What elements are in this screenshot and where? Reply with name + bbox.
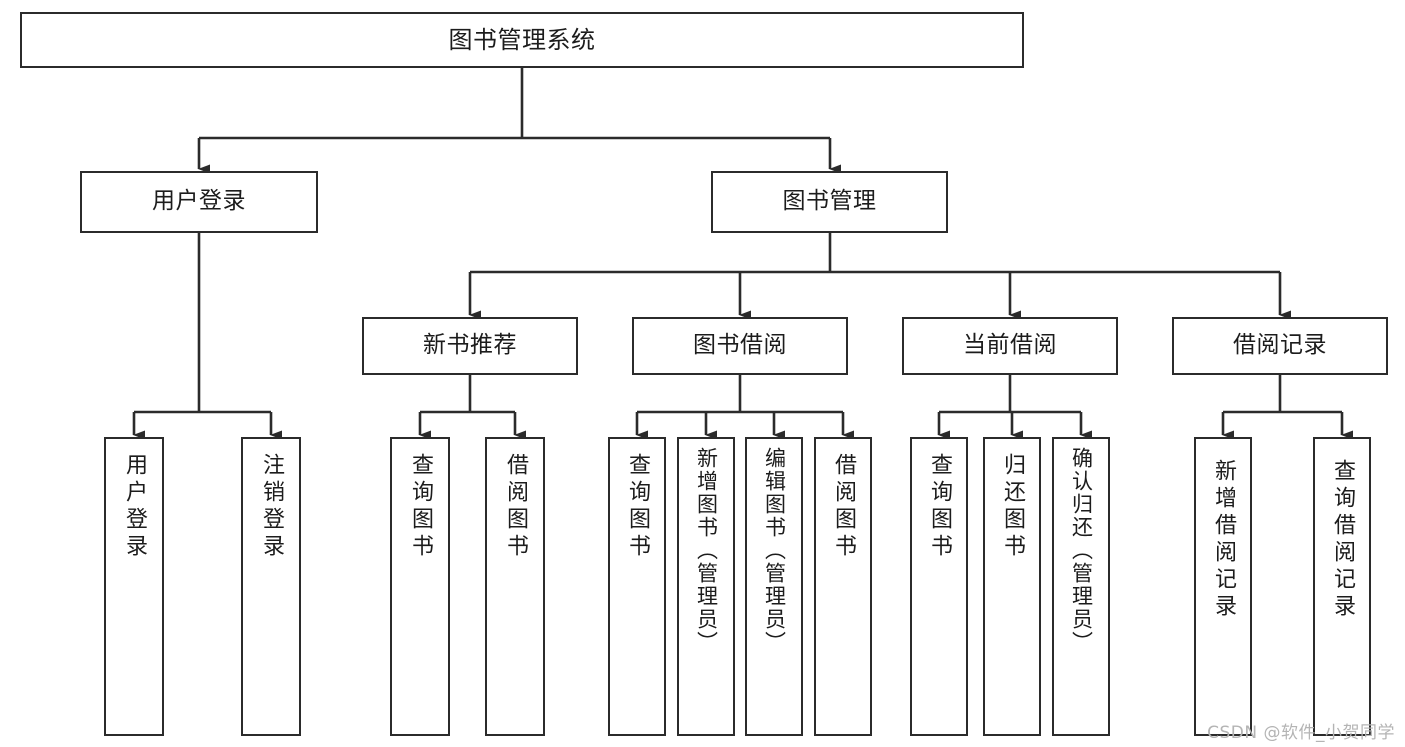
node-label: 查询借阅记录 [1330, 459, 1355, 621]
node-label: 图书管理系统 [448, 25, 596, 54]
node-current-borrow[interactable]: 当前借阅 [902, 317, 1118, 375]
leaf-add-borrow-record[interactable]: 新增借阅记录 [1194, 437, 1252, 736]
node-label: 用户登录 [122, 453, 147, 561]
leaf-borrow-books-new[interactable]: 借阅图书 [485, 437, 545, 736]
node-label: 归还图书 [1000, 453, 1025, 561]
node-label: 注销登录 [259, 453, 284, 561]
node-label: 确认归还（管理员） [1069, 447, 1094, 654]
node-label: 借阅图书 [503, 453, 528, 561]
node-label: 图书借阅 [693, 332, 787, 359]
node-label: 查询图书 [625, 453, 650, 561]
csdn-watermark: CSDN @软件_小贺同学 [1207, 723, 1395, 743]
node-label: 借阅图书 [831, 453, 856, 561]
node-borrow-record[interactable]: 借阅记录 [1172, 317, 1388, 375]
leaf-user-login[interactable]: 用户登录 [104, 437, 164, 736]
leaf-add-book-admin[interactable]: 新增图书（管理员） [677, 437, 735, 736]
leaf-query-books-new[interactable]: 查询图书 [390, 437, 450, 736]
node-label: 查询图书 [408, 453, 433, 561]
node-root-book-management-system[interactable]: 图书管理系统 [20, 12, 1024, 68]
leaf-confirm-return-admin[interactable]: 确认归还（管理员） [1052, 437, 1110, 736]
node-label: 图书管理 [782, 188, 877, 215]
leaf-logout[interactable]: 注销登录 [241, 437, 301, 736]
node-label: 当前借阅 [963, 332, 1057, 359]
node-user-login[interactable]: 用户登录 [80, 171, 318, 233]
leaf-query-books-current[interactable]: 查询图书 [910, 437, 968, 736]
node-new-book-recommend[interactable]: 新书推荐 [362, 317, 578, 375]
leaf-query-borrow-record[interactable]: 查询借阅记录 [1313, 437, 1371, 736]
node-label: 编辑图书（管理员） [762, 447, 787, 654]
node-label: 新增借阅记录 [1211, 459, 1236, 621]
node-label: 用户登录 [152, 188, 246, 215]
node-label: 新增图书（管理员） [694, 447, 719, 654]
node-label: 借阅记录 [1233, 332, 1327, 359]
node-label: 新书推荐 [423, 332, 517, 359]
leaf-borrow-books[interactable]: 借阅图书 [814, 437, 872, 736]
leaf-edit-book-admin[interactable]: 编辑图书（管理员） [745, 437, 803, 736]
node-book-borrow[interactable]: 图书借阅 [632, 317, 848, 375]
node-book-management[interactable]: 图书管理 [711, 171, 948, 233]
leaf-query-books-borrow[interactable]: 查询图书 [608, 437, 666, 736]
leaf-return-books[interactable]: 归还图书 [983, 437, 1041, 736]
node-label: 查询图书 [927, 453, 952, 561]
